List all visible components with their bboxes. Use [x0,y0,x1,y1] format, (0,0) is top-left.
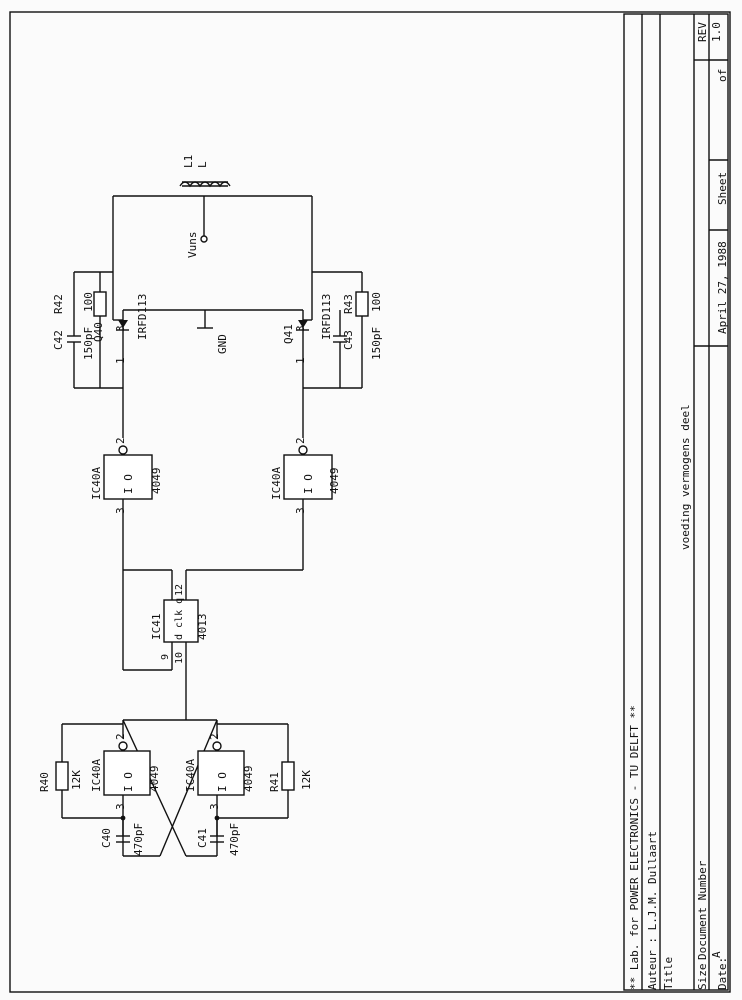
q40-snubber: C42 R42 150pF 100 [52,271,123,389]
r43-value: 100 [370,292,383,312]
inv-left-label: IC40A [90,467,103,500]
inv-right-pin3: 3 [294,507,307,514]
inverter-left-driver: IC40A I O 4049 2 3 [90,437,163,570]
ff-pin10: 10 [174,652,185,664]
tb-docnum-label: Document Number [696,860,709,960]
c40-label: C40 [100,828,113,848]
r41-value: 12K [300,770,313,790]
ff-label: IC41 [150,614,163,641]
c43-value: 150pF [370,327,383,360]
r42-label: R42 [52,294,65,314]
q40-part: IRFD113 [136,294,149,340]
c40-value: 470pF [132,823,145,856]
q40-pin3: 3 [114,325,127,332]
q40-pin1: 1 [114,357,127,364]
vuns-terminal [200,235,208,243]
inv-right-io: I O [302,474,315,494]
r40-label: R40 [38,772,51,792]
gnd-label: GND [216,334,229,354]
flip-flop-ic41: IC41 d clk q 4013 9 10 12 [122,569,303,720]
inv-left-io: I O [122,474,135,494]
tb-company: ** Lab. for POWER ELECTRONICS - TU DELFT… [628,705,641,990]
tb-rev-label: REV [696,22,709,42]
r43-body [355,291,369,317]
c41-value: 470pF [228,823,241,856]
c41-label: C41 [196,828,209,848]
inductor-l1: L1 L Vuns [112,155,313,272]
osc-right-pin3: 3 [208,803,221,810]
osc-left-pin3: 3 [114,803,127,810]
ff-pin12: 12 [174,584,185,596]
c42-value: 150pF [82,327,95,360]
vuns-label: Vuns [186,232,199,259]
tb-title-value: voeding vermogens deel [679,404,692,550]
r41-body [281,761,295,791]
oscillator-left: R40 12K IC40A I O 4049 2 3 C40 470pF [38,723,161,856]
q41-part: IRFD113 [320,294,333,340]
tb-rev-value: 1.0 [710,22,723,42]
inv-left-pin2: 2 [114,437,127,444]
gnd-node: GND [197,309,303,354]
osc-right-io: I O [216,772,229,792]
r40-value: 12K [70,770,83,790]
r42-value: 100 [82,292,95,312]
c43-label: C43 [342,330,355,350]
ff-pin9: 9 [160,654,171,660]
title-block: ** Lab. for POWER ELECTRONICS - TU DELFT… [623,13,729,991]
osc-right-label: IC40A [184,759,197,792]
q41-label: Q41 [282,324,295,344]
tb-date-value: April 27, 1988 [716,241,729,334]
inv-right-pin2: 2 [294,437,307,444]
osc-left-pin2: 2 [114,733,127,740]
ff-pins: d clk q [174,598,185,640]
q41-pin3: 3 [294,325,307,332]
l1-label: L1 [182,155,195,168]
tb-sheet-label: Sheet [716,172,729,205]
tb-title-label: Title [662,957,675,990]
tb-date-label: Date: [716,957,729,990]
c42-label: C42 [52,330,65,350]
q40-mosfet: Q40 IRFD113 3 1 [92,272,205,438]
q41-mosfet: Q41 IRFD113 3 1 [282,272,333,438]
tb-size-value: A [710,951,723,958]
r41-label: R41 [268,772,281,792]
inv-right-label: IC40A [270,467,283,500]
osc-left-io: I O [122,772,135,792]
q41-pin1: 1 [294,357,307,364]
tb-author: Auteur : L.J.M. Dullaart [646,831,659,990]
r40-body [55,761,69,791]
oscillator-right: R41 12K IC40A I O 4049 2 3 C41 470pF [184,723,313,856]
r42-body [93,291,107,317]
tb-size-label: Size [696,964,709,991]
tb-of-label: of [716,69,729,82]
osc-right-part: 4049 [242,766,255,793]
q40-label: Q40 [92,322,105,342]
inv-left-part: 4049 [150,468,163,495]
osc-left-part: 4049 [148,766,161,793]
osc-right-pin2: 2 [208,733,221,740]
inv-left-pin3: 3 [114,507,127,514]
sheet-border [9,11,731,993]
r43-label: R43 [342,294,355,314]
inv-right-part: 4049 [328,468,341,495]
l1-value: L [196,161,209,168]
osc-left-label: IC40A [90,759,103,792]
ff-part: 4013 [196,614,209,641]
inverter-right-driver: IC40A I O 4049 2 3 [270,437,341,570]
q41-snubber: C43 R43 150pF 100 [303,271,383,389]
